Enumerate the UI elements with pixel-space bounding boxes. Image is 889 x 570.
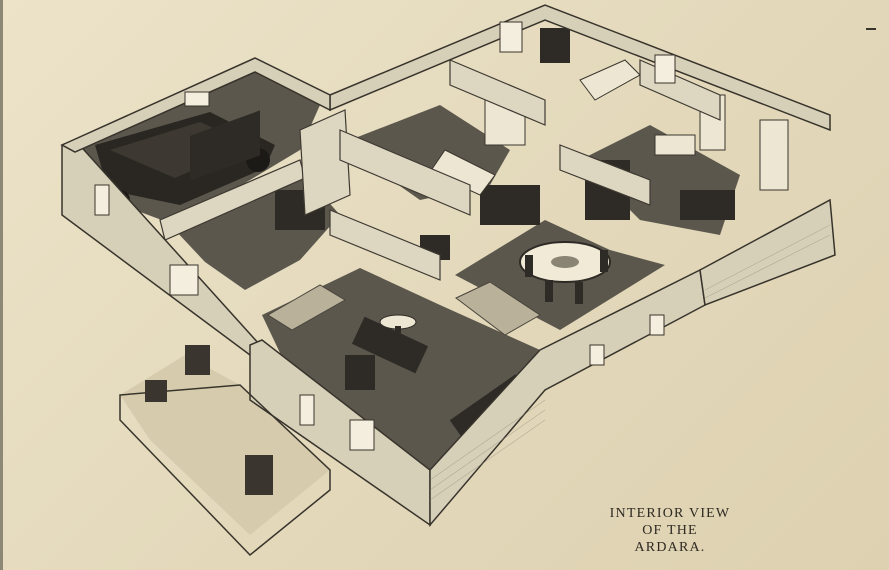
bedroom-partition — [339, 129, 471, 216]
windows — [94, 21, 676, 451]
illustration-caption: INTERIOR VIEW OF THE ARDARA. — [560, 505, 780, 556]
cupboard — [759, 119, 789, 191]
kitchen-partition — [559, 144, 651, 206]
rear-partition — [449, 59, 546, 126]
bed-2 — [579, 59, 641, 101]
sideboard — [480, 185, 540, 225]
stray-print-mark — [866, 28, 876, 30]
rear-wall — [329, 4, 831, 132]
chest-of-drawers — [540, 28, 570, 63]
desk — [351, 316, 429, 374]
hall-partition — [329, 209, 441, 281]
dining-set — [519, 241, 611, 304]
table-lamp — [379, 314, 417, 346]
hall-rug — [267, 284, 346, 331]
garage-rear-wall — [60, 57, 331, 153]
exterior-walls — [60, 4, 836, 528]
side-wall-right — [699, 198, 836, 307]
hatching — [429, 224, 831, 501]
armchair — [345, 355, 375, 390]
porch-floor — [120, 355, 330, 535]
caption-line-1: INTERIOR VIEW — [609, 506, 731, 521]
caption-line-3: ARDARA. — [634, 540, 706, 555]
porch-furniture — [119, 345, 331, 557]
kitchen-range — [680, 190, 735, 220]
rugs — [267, 281, 541, 336]
den-partition — [299, 109, 351, 216]
page-edge — [0, 0, 3, 570]
dining-hall-rug — [455, 281, 541, 336]
caption-line-2: OF THE — [642, 523, 698, 538]
bed — [429, 149, 496, 196]
interior-walls — [159, 59, 721, 281]
bookcase — [190, 110, 260, 181]
kitchen-table — [654, 134, 696, 156]
